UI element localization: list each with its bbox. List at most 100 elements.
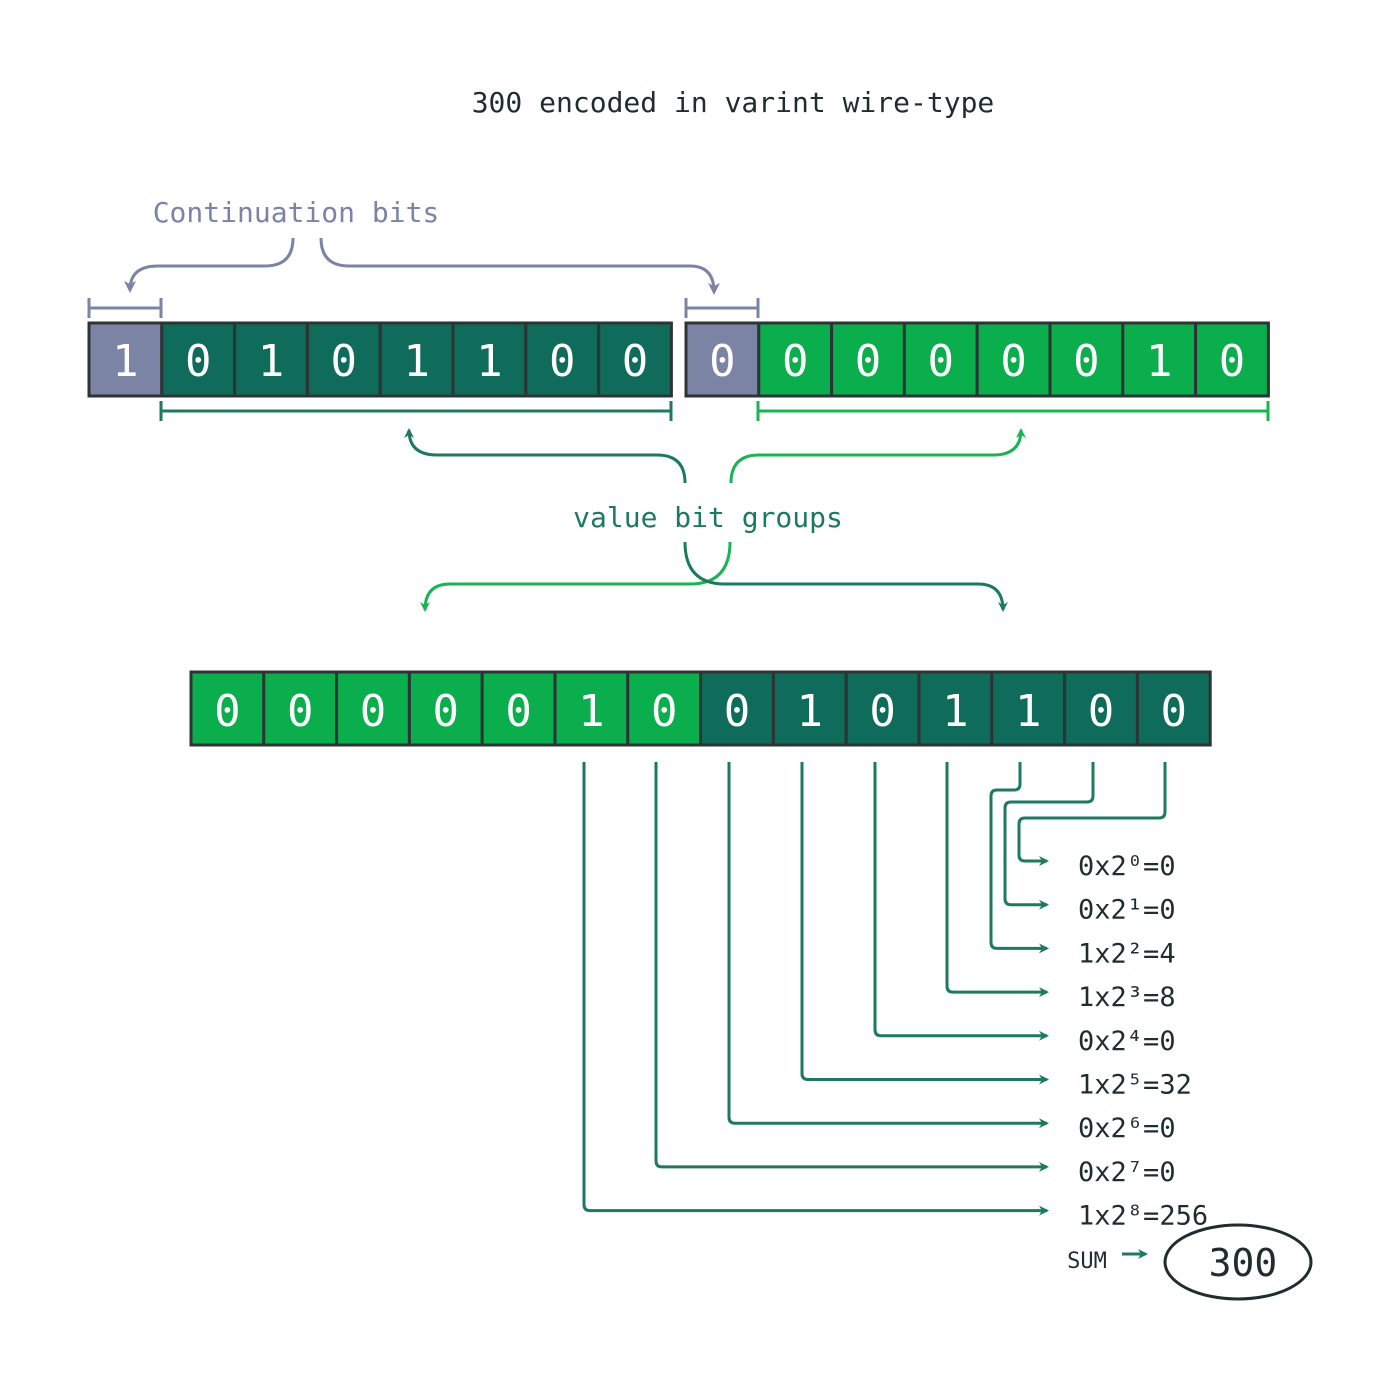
term-bit: 0 [1078,1026,1094,1057]
combined-cell: 1 [771,670,848,747]
connector-bit-7 [654,762,1049,1172]
term-equals: = [1143,1157,1159,1188]
combined-bit: 0 [724,686,751,737]
continuation-bracket-byte2 [684,298,760,318]
byte2-value-cell: 0 [975,321,1052,398]
byte2-value-bit: 0 [855,336,882,387]
byte1-value-cell: 0 [305,321,382,398]
term-exponent: ¹ [1127,895,1143,926]
byte2-value-bit: 0 [1219,336,1246,387]
value-brackets [159,401,1270,421]
byte1-value-bit: 0 [185,336,212,387]
byte2-continuation-cell: 0 [684,321,761,398]
term-equals: = [1143,982,1159,1013]
byte2-value-bit: 0 [782,336,809,387]
diagram-title: 300 encoded in varint wire-type [472,86,995,119]
combined-bit: 0 [360,686,387,737]
combined-cell: 0 [844,670,921,747]
byte1-value-cell: 1 [451,321,528,398]
term-exponent: ⁶ [1127,1113,1143,1144]
byte2-value-cell: 1 [1121,321,1198,398]
term-base: x2 [1094,895,1127,926]
value-group-down-arrows [420,541,1008,612]
byte1-value-cell: 1 [378,321,455,398]
term-bit: 0 [1078,1113,1094,1144]
power-term: 0x2⁶=0 [1078,1113,1176,1144]
byte1-continuation-bit: 1 [112,336,139,387]
term-result: 256 [1159,1201,1208,1232]
term-equals: = [1143,938,1159,969]
byte2-value-cell: 0 [902,321,979,398]
value-bracket-byte2 [756,401,1270,421]
byte1-value-bit: 1 [258,336,285,387]
term-bit: 1 [1078,938,1094,969]
value-bit-groups-label: value bit groups [573,501,843,534]
combined-bit: 0 [433,686,460,737]
term-equals: = [1143,1113,1159,1144]
byte1-value-bit: 0 [622,336,649,387]
power-term: 1x2⁵=32 [1078,1070,1192,1101]
byte1-value-bit: 1 [476,336,503,387]
byte2-value-cell: 0 [1048,321,1125,398]
term-equals: = [1143,851,1159,882]
byte2-continuation-bit: 0 [709,336,736,387]
term-exponent: ⁷ [1127,1157,1143,1188]
term-equals: = [1143,1026,1159,1057]
term-exponent: ⁴ [1127,1026,1143,1057]
term-bit: 0 [1078,895,1094,926]
byte2-value-cell: 0 [1194,321,1270,398]
combined-bit: 1 [1015,686,1042,737]
byte1-continuation-cell: 1 [87,321,164,398]
term-base: x2 [1094,982,1127,1013]
combined-bit: 0 [505,686,532,737]
arrow-up-to-byte1 [404,428,687,484]
connector-bit-2 [989,762,1049,954]
combined-cell: 0 [626,670,703,747]
byte1-value-cell: 0 [597,321,673,398]
combined-cell: 1 [553,670,630,747]
combined-bit: 1 [578,686,605,737]
byte2-value-cell: 0 [830,321,906,398]
combined-bit: 1 [942,686,969,737]
byte1-value-cell: 0 [524,321,601,398]
power-term: 0x2¹=0 [1078,895,1176,926]
bit-to-term-connectors [582,762,1167,1216]
power-terms: 0x2⁰=00x2¹=01x2²=41x2³=80x2⁴=01x2⁵=320x2… [1078,851,1208,1232]
sum-ellipse [1163,1223,1313,1301]
combined-bit: 0 [214,686,241,737]
term-result: 4 [1159,938,1175,969]
arrow-up-to-byte2 [729,428,1026,484]
term-exponent: ⁰ [1127,851,1143,882]
term-bit: 1 [1078,1201,1094,1232]
continuation-brackets [87,298,760,318]
continuation-arrow-left [124,237,295,293]
term-result: 0 [1159,1113,1175,1144]
term-exponent: ² [1127,938,1143,969]
combined-bit: 0 [869,686,896,737]
combined-bit: 0 [1161,686,1188,737]
term-result: 8 [1159,982,1175,1013]
byte1-value-bit: 0 [549,336,576,387]
combined-cell: 0 [480,670,557,747]
term-result: 32 [1159,1070,1192,1101]
combined-cell: 1 [917,670,994,747]
byte1-value-bit: 0 [331,336,358,387]
combined-bit: 1 [797,686,824,737]
sum-label: SUM [1067,1249,1107,1274]
combined-cell: 0 [407,670,484,747]
arrow-down-byte1-to-right [683,541,1008,612]
power-term: 1x2²=4 [1078,938,1176,969]
continuation-arrows [124,237,720,295]
connector-bit-1 [1003,762,1095,910]
combined-bit: 0 [287,686,314,737]
combined-cell: 0 [1063,670,1139,747]
term-exponent: ⁸ [1127,1201,1143,1232]
power-term: 1x2⁸=256 [1078,1201,1208,1232]
term-result: 0 [1159,1026,1175,1057]
continuation-bits-label: Continuation bits [153,196,440,229]
